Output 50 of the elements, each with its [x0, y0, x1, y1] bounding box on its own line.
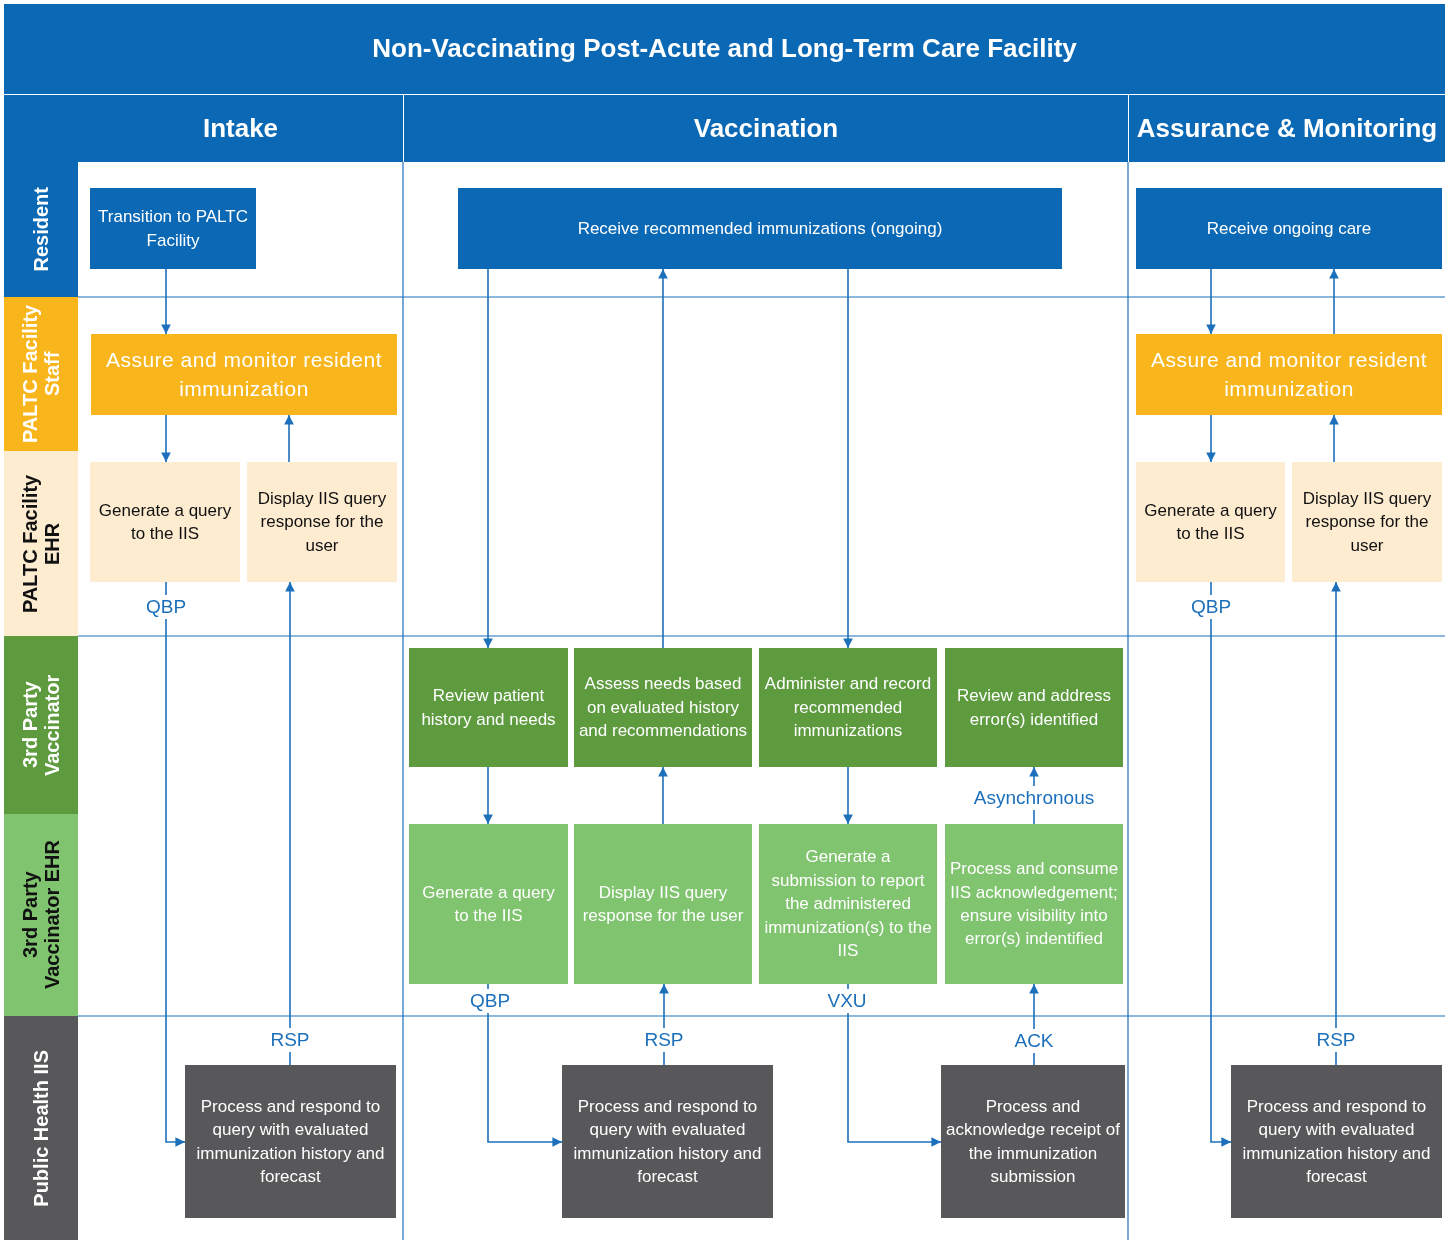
process-box: Generate a query to the IIS: [409, 824, 568, 984]
arrow: [483, 268, 493, 649]
process-box: Assure and monitor resident immunization: [1136, 334, 1442, 415]
arrow: [1329, 268, 1339, 335]
arrow: [1210, 581, 1232, 1147]
process-box: Display IIS query response for the user: [1292, 462, 1442, 582]
process-box: Display IIS query response for the user: [247, 462, 397, 582]
arrow: [1206, 414, 1216, 463]
process-box: Review patient history and needs: [409, 648, 568, 767]
process-box: Receive ongoing care: [1136, 188, 1442, 269]
arrow: [1329, 414, 1339, 463]
lane-label: PALTC Facility EHR: [4, 451, 78, 636]
arrow: [487, 983, 563, 1147]
arrow: [483, 766, 493, 825]
process-box: Process and acknowledge receipt of the immunization submission: [941, 1065, 1125, 1218]
lane-label: Resident: [4, 162, 78, 297]
process-box: Process and consume IIS acknowledgement; ensure visibility into error(s) indentified: [945, 824, 1123, 984]
arrow: [658, 268, 668, 649]
column-header: Intake: [4, 95, 403, 162]
column-header: Vaccination: [404, 95, 1128, 162]
process-box: Display IIS query response for the user: [574, 824, 752, 984]
arrow: [658, 766, 668, 825]
arrow: [843, 766, 853, 825]
arrow: [165, 581, 186, 1147]
process-box: Process and respond to query with evaluated immunization history and forecast: [562, 1065, 773, 1218]
lane-label: 3rd Party Vaccinator: [4, 636, 78, 814]
arrow: [161, 414, 171, 463]
lane-label: 3rd Party Vaccinator EHR: [4, 814, 78, 1016]
arrow: [1206, 268, 1216, 335]
title-band: Non-Vaccinating Post-Acute and Long-Term Care Facility: [4, 4, 1445, 94]
process-box: Administer and record recommended immunizations: [759, 648, 937, 767]
arrow: [161, 268, 171, 335]
lane-label: PALTC Facility Staff: [4, 297, 78, 451]
arrow: [285, 581, 295, 1066]
process-box: Receive recommended immunizations (ongoing): [458, 188, 1062, 269]
process-box: Process and respond to query with evaluated immunization history and forecast: [185, 1065, 396, 1218]
column-header: Assurance & Monitoring: [1129, 95, 1445, 162]
process-box: Generate a query to the IIS: [1136, 462, 1285, 582]
arrow: [1331, 581, 1341, 1066]
arrow: [284, 414, 294, 463]
arrow: [847, 983, 942, 1147]
process-box: Assess needs based on evaluated history and recommendations: [574, 648, 752, 767]
process-box: Transition to PALTC Facility: [90, 188, 256, 269]
lane-label: Public Health IIS: [4, 1016, 78, 1240]
process-box: Generate a submission to report the administered immunization(s) to the IIS: [759, 824, 937, 984]
arrow: [843, 268, 853, 649]
process-box: Process and respond to query with evaluated immunization history and forecast: [1231, 1065, 1442, 1218]
process-box: Assure and monitor resident immunization: [91, 334, 397, 415]
process-box: Review and address error(s) identified: [945, 648, 1123, 767]
process-box: Generate a query to the IIS: [90, 462, 240, 582]
